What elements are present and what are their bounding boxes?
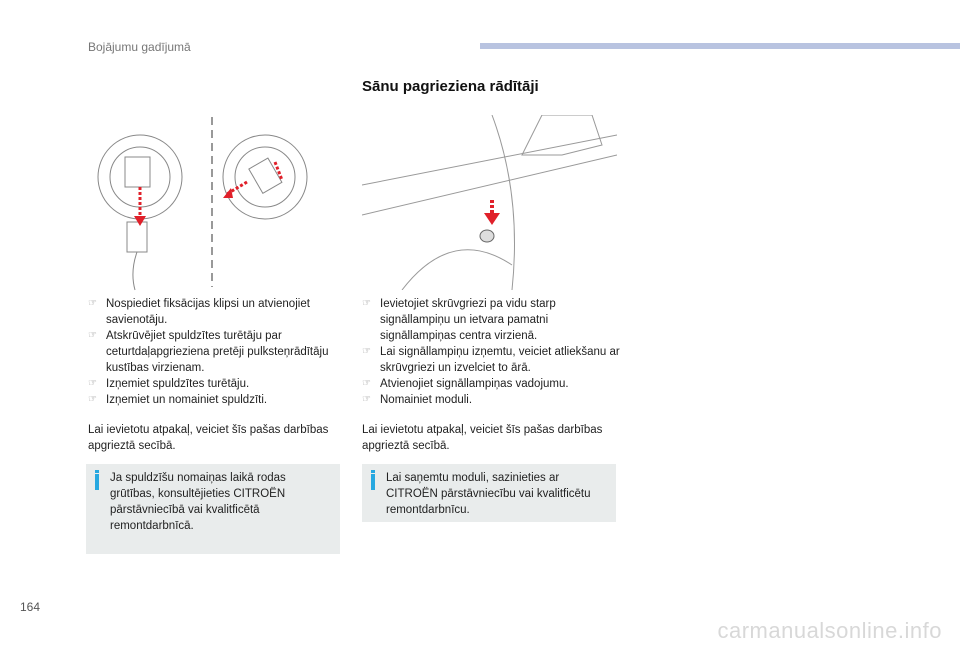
pointing-hand-icon: ☞	[88, 298, 97, 309]
pointing-hand-icon: ☞	[88, 330, 97, 341]
info-icon	[371, 470, 375, 490]
left-reassembly-note: Lai ievietotu atpakaļ, veiciet šīs pašas…	[88, 424, 329, 452]
watermark: carmanualsonline.info	[717, 618, 942, 643]
right-reassembly-note: Lai ievietotu atpakaļ, veiciet šīs pašas…	[362, 424, 603, 452]
step-item: ☞Atvienojiet signāllampiņas vadojumu.	[362, 378, 569, 390]
step-item: ☞Nospiediet fiksācijas klipsi un atvieno…	[88, 298, 310, 326]
right-steps: ☞Ievietojiet skrūvgriezi pa vidu starp s…	[362, 296, 620, 408]
step-item: ☞Ievietojiet skrūvgriezi pa vidu starp s…	[362, 298, 556, 342]
page-number: 164	[20, 600, 41, 614]
step-item: ☞Nomainiet moduli.	[362, 394, 473, 406]
step-item: ☞Izņemiet spuldzītes turētāju.	[88, 378, 250, 390]
section-header: Bojājumu gadījumā	[88, 40, 191, 54]
page-title: Sānu pagrieziena rādītāji	[362, 78, 539, 95]
pointing-hand-icon: ☞	[88, 394, 97, 405]
left-steps: ☞Nospiediet fiksācijas klipsi un atvieno…	[88, 296, 343, 408]
step-item: ☞Atskrūvējiet spuldzītes turētāju par ce…	[88, 330, 329, 374]
pointing-hand-icon: ☞	[362, 298, 371, 309]
pointing-hand-icon: ☞	[362, 394, 371, 405]
pointing-hand-icon: ☞	[362, 378, 371, 389]
pointing-hand-icon: ☞	[88, 378, 97, 389]
left-info-box: Ja spuldzīšu nomaiņas laikā rodas grūtīb…	[86, 464, 340, 554]
header-accent-bar	[480, 43, 960, 49]
step-item: ☞Izņemiet un nomainiet spuldzīti.	[88, 394, 268, 406]
pointing-hand-icon: ☞	[362, 346, 371, 357]
fog-lamp-illustration	[97, 117, 308, 291]
info-icon	[95, 470, 99, 490]
step-item: ☞Lai signāllampiņu izņemtu, veiciet atli…	[362, 346, 620, 374]
right-info-box: Lai saņemtu moduli, sazinieties ar CITRO…	[362, 464, 616, 522]
side-indicator-illustration	[362, 115, 617, 290]
